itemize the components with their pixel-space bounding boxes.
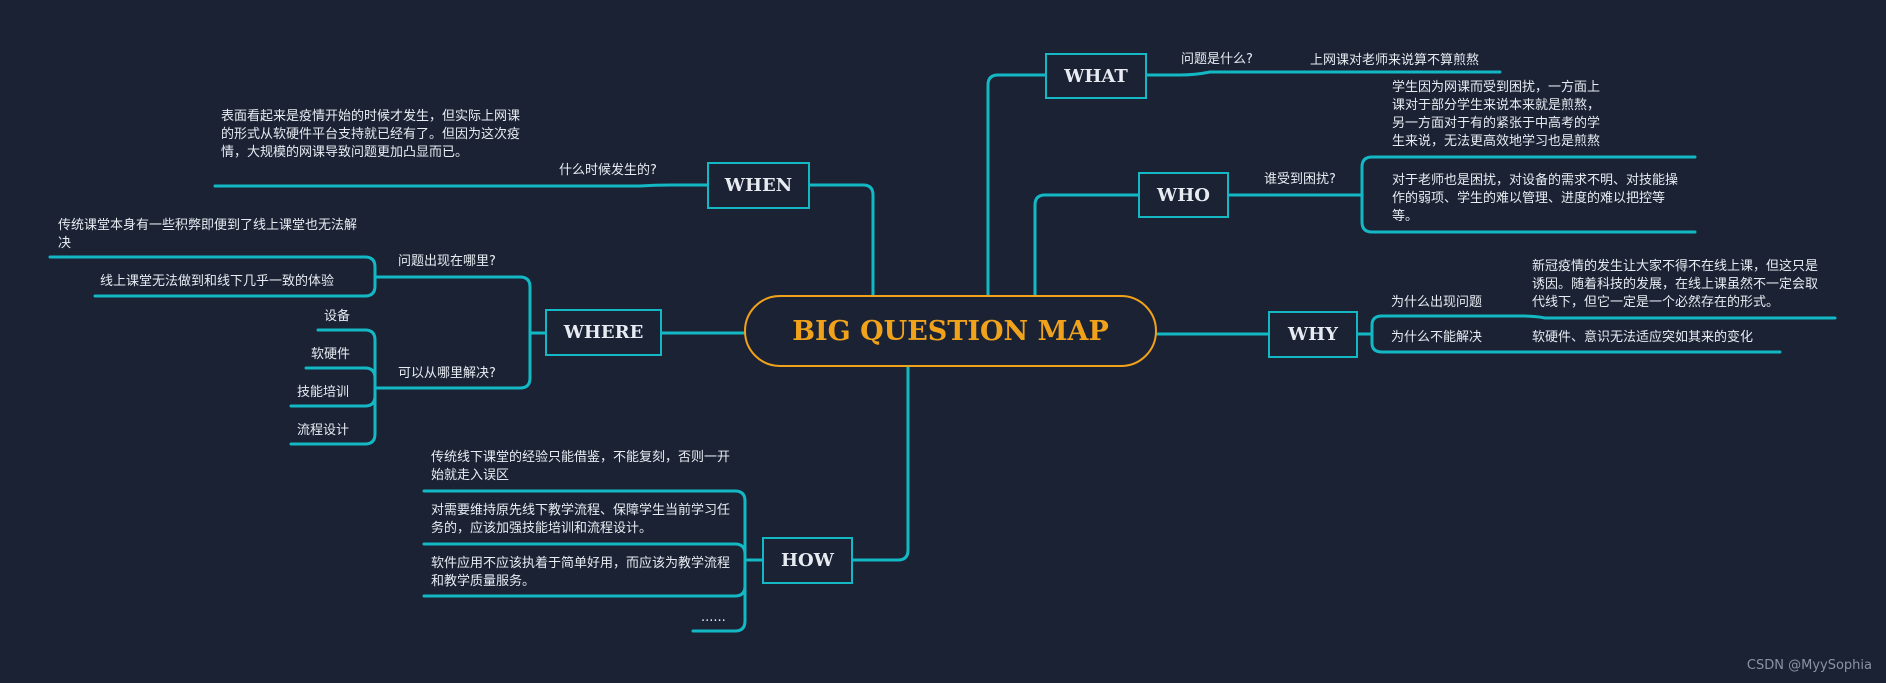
connector-center-who [1033,193,1140,297]
connector-why-q1 [1370,314,1837,336]
connector-how-item-4 [691,558,747,633]
who-answer-student[interactable]: 学生因为网课而受到困扰，一方面上课对于部分学生来说本来就是煎熬，另一方面对于有的… [1392,80,1601,149]
connector-center-how [851,365,910,562]
connector-what-answer [1145,70,1502,77]
what-answer[interactable]: 上网课对老师来说算不算煎熬 [1310,53,1480,68]
connector-where-q2 [373,331,532,390]
connector-who-answer-1 [1360,155,1697,197]
central-topic[interactable]: BIG QUESTION MAP [744,295,1157,367]
where-answer-2-3[interactable]: 技能培训 [297,385,350,400]
where-question-2[interactable]: 可以从哪里解决? [398,366,496,381]
topic-what[interactable]: WHAT [1045,53,1147,99]
topic-where[interactable]: WHERE [545,309,662,356]
connector-why-q2 [1370,332,1782,354]
why-answer-2[interactable]: 软硬件、意识无法适应突如其来的变化 [1532,330,1754,345]
topic-how[interactable]: HOW [762,537,853,584]
connector-how-item-2 [422,542,747,562]
how-item-2[interactable]: 对需要维持原先线下教学流程、保障学生当前学习任务的，应该加强技能培训和流程设计。 [431,503,731,536]
watermark: CSDN @MyySophia [1746,658,1872,673]
who-answer-teacher[interactable]: 对于老师也是困扰，对设备的需求不明、对技能操作的弱项、学生的难以管理、进度的难以… [1392,173,1679,224]
where-answer-1-1[interactable]: 传统课堂本身有一些积弊即便到了线上课堂也无法解决 [58,218,358,251]
when-question[interactable]: 什么时候发生的? [559,163,657,178]
connector-how-item-1 [422,489,747,562]
where-answer-2-4[interactable]: 流程设计 [297,423,350,438]
how-item-4[interactable]: ...... [701,610,726,625]
topic-why[interactable]: WHY [1268,311,1358,358]
connector-center-what [986,73,1047,297]
connector-where-q1-a2 [93,275,377,298]
why-answer-1[interactable]: 新冠疫情的发生让大家不得不在线上课，但这只是诱因。随着科技的发展，在线上课虽然不… [1532,259,1819,310]
connector-where-q1-a1 [48,255,377,279]
connector-where-q2-a4 [289,386,377,446]
connector-who-answer-2 [1360,193,1697,234]
connector-where-q1 [373,275,532,335]
connector-where-q2-a1 [316,328,377,390]
why-question-2[interactable]: 为什么不能解决 [1391,330,1483,345]
why-question-1[interactable]: 为什么出现问题 [1391,295,1483,310]
how-item-1[interactable]: 传统线下课堂的经验只能借鉴，不能复刻，否则一开始就走入误区 [431,450,731,483]
connector-where-q2-a2 [304,366,377,390]
when-answer[interactable]: 表面看起来是疫情开始的时候才发生，但实际上网课的形式从软硬件平台支持就已经有了。… [221,109,521,160]
who-question[interactable]: 谁受到困扰? [1264,172,1336,187]
how-item-3[interactable]: 软件应用不应该执着于简单好用，而应该为教学流程和教学质量服务。 [431,556,731,589]
connector-center-when [808,183,875,297]
topic-who[interactable]: WHO [1138,172,1229,218]
where-answer-2-1[interactable]: 设备 [324,309,351,324]
connector-when-question [213,183,709,188]
what-question[interactable]: 问题是什么? [1181,52,1253,67]
where-question-1[interactable]: 问题出现在哪里? [398,254,496,269]
where-answer-2-2[interactable]: 软硬件 [311,347,351,362]
where-answer-1-2[interactable]: 线上课堂无法做到和线下几乎一致的体验 [100,274,335,289]
topic-when[interactable]: WHEN [707,162,810,209]
